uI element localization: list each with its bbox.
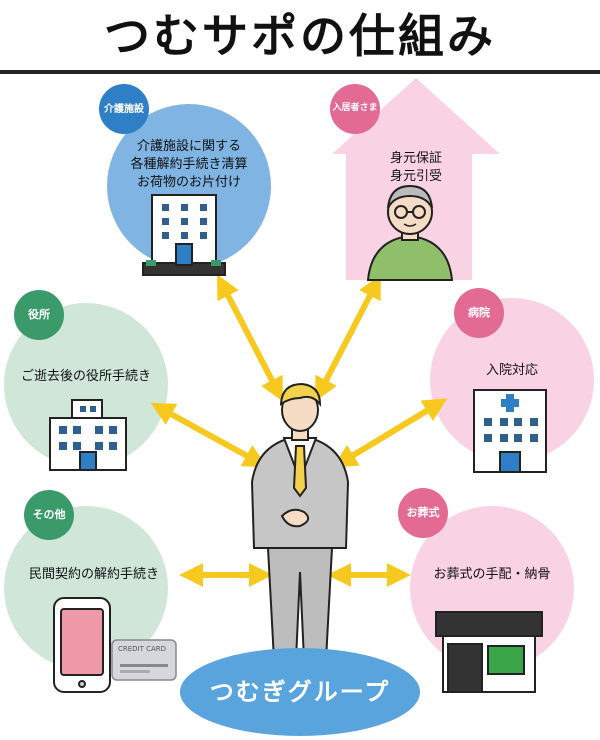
care-line-2: 各種解約手続き清算 (130, 157, 248, 172)
resident-line-1: 身元保証 (389, 151, 442, 166)
funeral-line-1: お葬式の手配・納骨 (433, 567, 551, 582)
smartphone-icon (53, 597, 111, 693)
hospital-description: 入院対応 (430, 362, 594, 380)
care-building-icon (142, 194, 226, 276)
care-facility-description: 介護施設に関する 各種解約手続き清算 お荷物のお片付け (107, 138, 271, 192)
staff-person-icon (250, 382, 350, 673)
resident-description: 身元保証 身元引受 (332, 150, 500, 186)
badge-other: その他 (24, 490, 74, 540)
arrow-resident (315, 274, 381, 402)
credit-card-text: CREDIT CARD (118, 645, 167, 653)
care-line-3: お荷物のお片付け (136, 175, 241, 190)
arrow-office (150, 402, 268, 468)
arrow-care (217, 274, 283, 402)
badge-funeral: お葬式 (398, 488, 448, 538)
other-line-1: 民間契約の解約手続き (28, 567, 159, 582)
city-office-description: ご逝去後の役所手続き (4, 368, 168, 386)
elderly-resident-icon (366, 184, 454, 281)
group-ellipse (180, 648, 420, 736)
funeral-description: お葬式の手配・納骨 (410, 566, 574, 584)
title-underline (0, 70, 600, 74)
other-description: 民間契約の解約手続き (4, 566, 184, 584)
page-title: つむサポの仕組み (104, 9, 496, 63)
care-line-1: 介護施設に関する (136, 139, 241, 154)
resident-line-2: 身元引受 (389, 169, 442, 184)
badge-resident: 入居者さま (330, 84, 380, 134)
resident-house-shape (332, 78, 500, 280)
hospital-line-1: 入院対応 (485, 363, 538, 378)
arrow-hospital (332, 398, 448, 468)
group-label: つむぎグループ (209, 678, 391, 706)
city-office-building-icon (49, 399, 127, 471)
hospital-building-icon (473, 389, 547, 473)
funeral-hall-icon (435, 611, 543, 693)
badge-care-facility: 介護施設 (99, 84, 149, 134)
badge-city-office: 役所 (14, 290, 64, 340)
credit-card-icon (111, 639, 177, 681)
badge-hospital: 病院 (454, 288, 504, 338)
office-line-1: ご逝去後の役所手続き (20, 369, 151, 384)
